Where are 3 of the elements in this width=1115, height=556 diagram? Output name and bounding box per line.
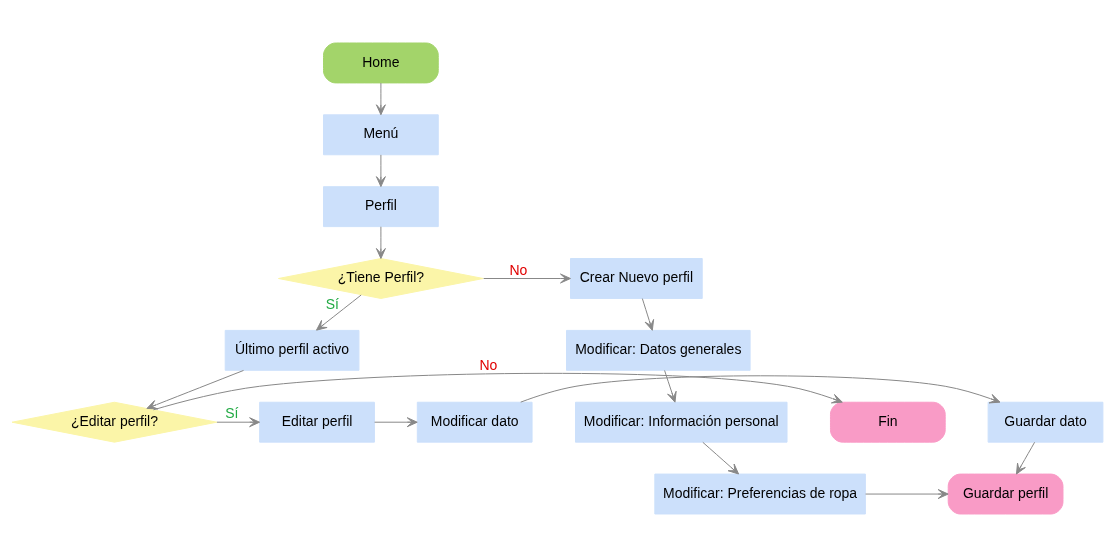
edge-label: No bbox=[509, 261, 528, 278]
edge-label: Sí bbox=[225, 404, 239, 421]
edge-label: No bbox=[479, 356, 498, 373]
